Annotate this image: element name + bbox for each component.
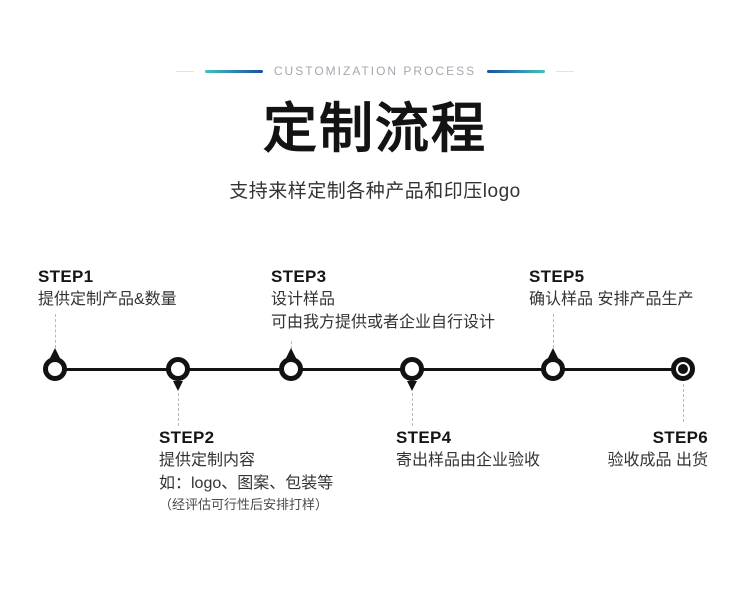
divider-thin-right <box>556 70 575 72</box>
eyebrow-header: CUSTOMIZATION PROCESS <box>0 64 750 78</box>
step2-description-line2: 如：logo、图案、包装等 <box>159 475 334 492</box>
eyebrow-label: CUSTOMIZATION PROCESS <box>273 64 477 78</box>
step6-connector-dashed-line <box>683 384 684 422</box>
step2-label: STEP2 <box>159 428 215 447</box>
step4-node-circle-icon <box>400 357 424 381</box>
step4-text-block: STEP4 寄出样品由企业验收 <box>396 426 540 472</box>
step2-text-block: STEP2 提供定制内容 如：logo、图案、包装等 （经评估可行性后安排打样） <box>159 426 333 514</box>
step2-pointer-icon <box>173 381 183 391</box>
step6-description: 验收成品 出货 <box>607 452 708 469</box>
section-title: 定制流程 <box>263 96 487 160</box>
step3-connector-dashed-line <box>291 341 292 349</box>
step6-node-circle-icon <box>671 357 695 381</box>
step6-text-block: STEP6 验收成品 出货 <box>608 426 708 472</box>
step5-label: STEP5 <box>529 267 585 286</box>
step4-description: 寄出样品由企业验收 <box>396 452 541 469</box>
divider-gradient-right <box>487 69 546 73</box>
timeline-line <box>55 368 683 371</box>
step3-node-circle-icon <box>279 357 303 381</box>
divider-gradient-left <box>204 69 263 73</box>
step2-description-line1: 提供定制内容 <box>159 452 256 469</box>
step5-pointer-icon <box>548 348 558 358</box>
step2-connector-dashed-line <box>178 393 179 426</box>
step3-description-line2: 可由我方提供或者企业自行设计 <box>271 314 496 331</box>
step4-connector-dashed-line <box>412 393 413 426</box>
step5-description: 确认样品 安排产品生产 <box>529 291 694 308</box>
step5-text-block: STEP5 确认样品 安排产品生产 <box>529 265 693 311</box>
step4-label: STEP4 <box>396 428 452 447</box>
divider-thin-left <box>175 70 194 72</box>
step2-node-circle-icon <box>166 357 190 381</box>
step1-text-block: STEP1 提供定制产品&数量 <box>38 265 177 311</box>
step5-connector-dashed-line <box>553 314 554 348</box>
step6-node-dot-icon <box>678 364 688 374</box>
step6-label: STEP6 <box>652 428 708 447</box>
step3-description-line1: 设计样品 <box>271 291 336 308</box>
step4-pointer-icon <box>407 381 417 391</box>
step1-pointer-icon <box>50 348 60 358</box>
step1-node-circle-icon <box>43 357 67 381</box>
step2-note: （经评估可行性后安排打样） <box>159 497 329 512</box>
step3-label: STEP3 <box>271 267 327 286</box>
step3-text-block: STEP3 设计样品 可由我方提供或者企业自行设计 <box>271 265 495 334</box>
step1-label: STEP1 <box>38 267 94 286</box>
step5-node-circle-icon <box>541 357 565 381</box>
section-subtitle: 支持来样定制各种产品和印压logo <box>229 181 521 202</box>
step1-description: 提供定制产品&数量 <box>38 291 177 308</box>
step1-connector-dashed-line <box>55 314 56 348</box>
step3-pointer-icon <box>286 348 296 358</box>
